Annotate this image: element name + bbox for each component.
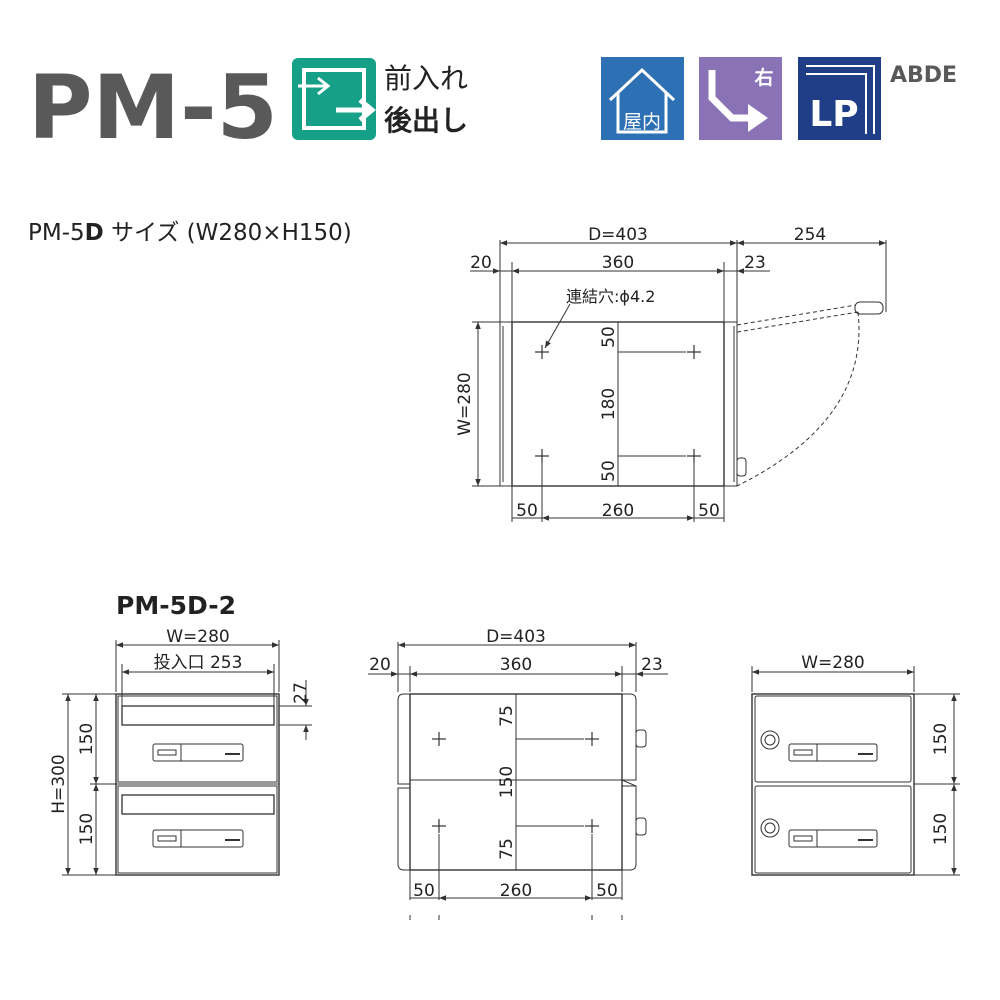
top-swing-label: 254 — [794, 225, 826, 245]
side-right-margin-label: 23 — [641, 655, 663, 675]
top-inner-label: 360 — [602, 253, 634, 273]
back-view-drawing — [751, 666, 960, 876]
size-title-suffix: サイズ (W280×H150) — [104, 220, 352, 246]
top-depth-label: D=403 — [588, 225, 648, 245]
mode-line-1: 前入れ — [384, 62, 468, 95]
side-b-right-label: 50 — [596, 881, 618, 901]
indoor-badge-label: 屋内 — [623, 111, 661, 133]
front-in-back-out-icon — [292, 58, 376, 140]
side-inner-label: 360 — [500, 655, 532, 675]
side-v-bottom-label: 75 — [497, 838, 517, 860]
size-title: PM-5D サイズ (W280×H150) — [28, 220, 352, 246]
top-b-right-label: 50 — [698, 501, 720, 521]
front-slot-label: 投入口 253 — [154, 653, 243, 673]
top-width-label: W=280 — [455, 372, 475, 436]
side-v-mid-label: 150 — [497, 766, 517, 798]
top-v-top-label: 50 — [599, 326, 619, 348]
side-v-top-label: 75 — [497, 705, 517, 727]
stack-title: PM-5D-2 — [116, 591, 236, 620]
right-hinge-badge-label: 右 — [753, 66, 773, 89]
indoor-badge: 屋内 — [601, 57, 684, 140]
side-depth-label: D=403 — [486, 627, 546, 647]
lp-badge: LP — [798, 57, 881, 140]
side-b-mid-label: 260 — [500, 881, 532, 901]
top-v-mid-label: 180 — [599, 388, 619, 420]
model-title: PM-5 — [28, 56, 278, 159]
connection-holes — [535, 345, 701, 463]
front-width-label: W=280 — [166, 627, 230, 647]
lp-badge-label: LP — [809, 94, 858, 135]
side-left-margin-label: 20 — [369, 655, 391, 675]
front-height-label: H=300 — [49, 754, 69, 813]
side-b-left-label: 50 — [413, 881, 435, 901]
top-view-drawing — [470, 240, 887, 522]
side-view-drawing — [368, 642, 668, 920]
top-b-mid-label: 260 — [602, 501, 634, 521]
size-title-prefix: PM-5 — [28, 220, 85, 246]
top-left-margin-label: 20 — [470, 253, 492, 273]
variant-codes: ABDE — [890, 63, 957, 88]
back-upper-label: 150 — [931, 723, 951, 755]
right-hinge-badge: 右 — [699, 57, 782, 140]
hole-label: 連結穴:ϕ4.2 — [566, 287, 655, 306]
back-width-label: W=280 — [801, 653, 865, 673]
size-title-bold: D — [85, 220, 104, 246]
top-v-bottom-label: 50 — [599, 460, 619, 482]
side-holes — [432, 732, 599, 833]
mode-line-2: 後出し — [384, 104, 468, 137]
front-view-drawing — [62, 640, 312, 876]
top-right-margin-label: 23 — [744, 253, 766, 273]
back-lower-label: 150 — [931, 813, 951, 845]
front-lower-label: 150 — [77, 813, 97, 845]
top-b-left-label: 50 — [516, 501, 538, 521]
front-slot-height-label: 27 — [291, 682, 311, 704]
front-upper-label: 150 — [77, 723, 97, 755]
